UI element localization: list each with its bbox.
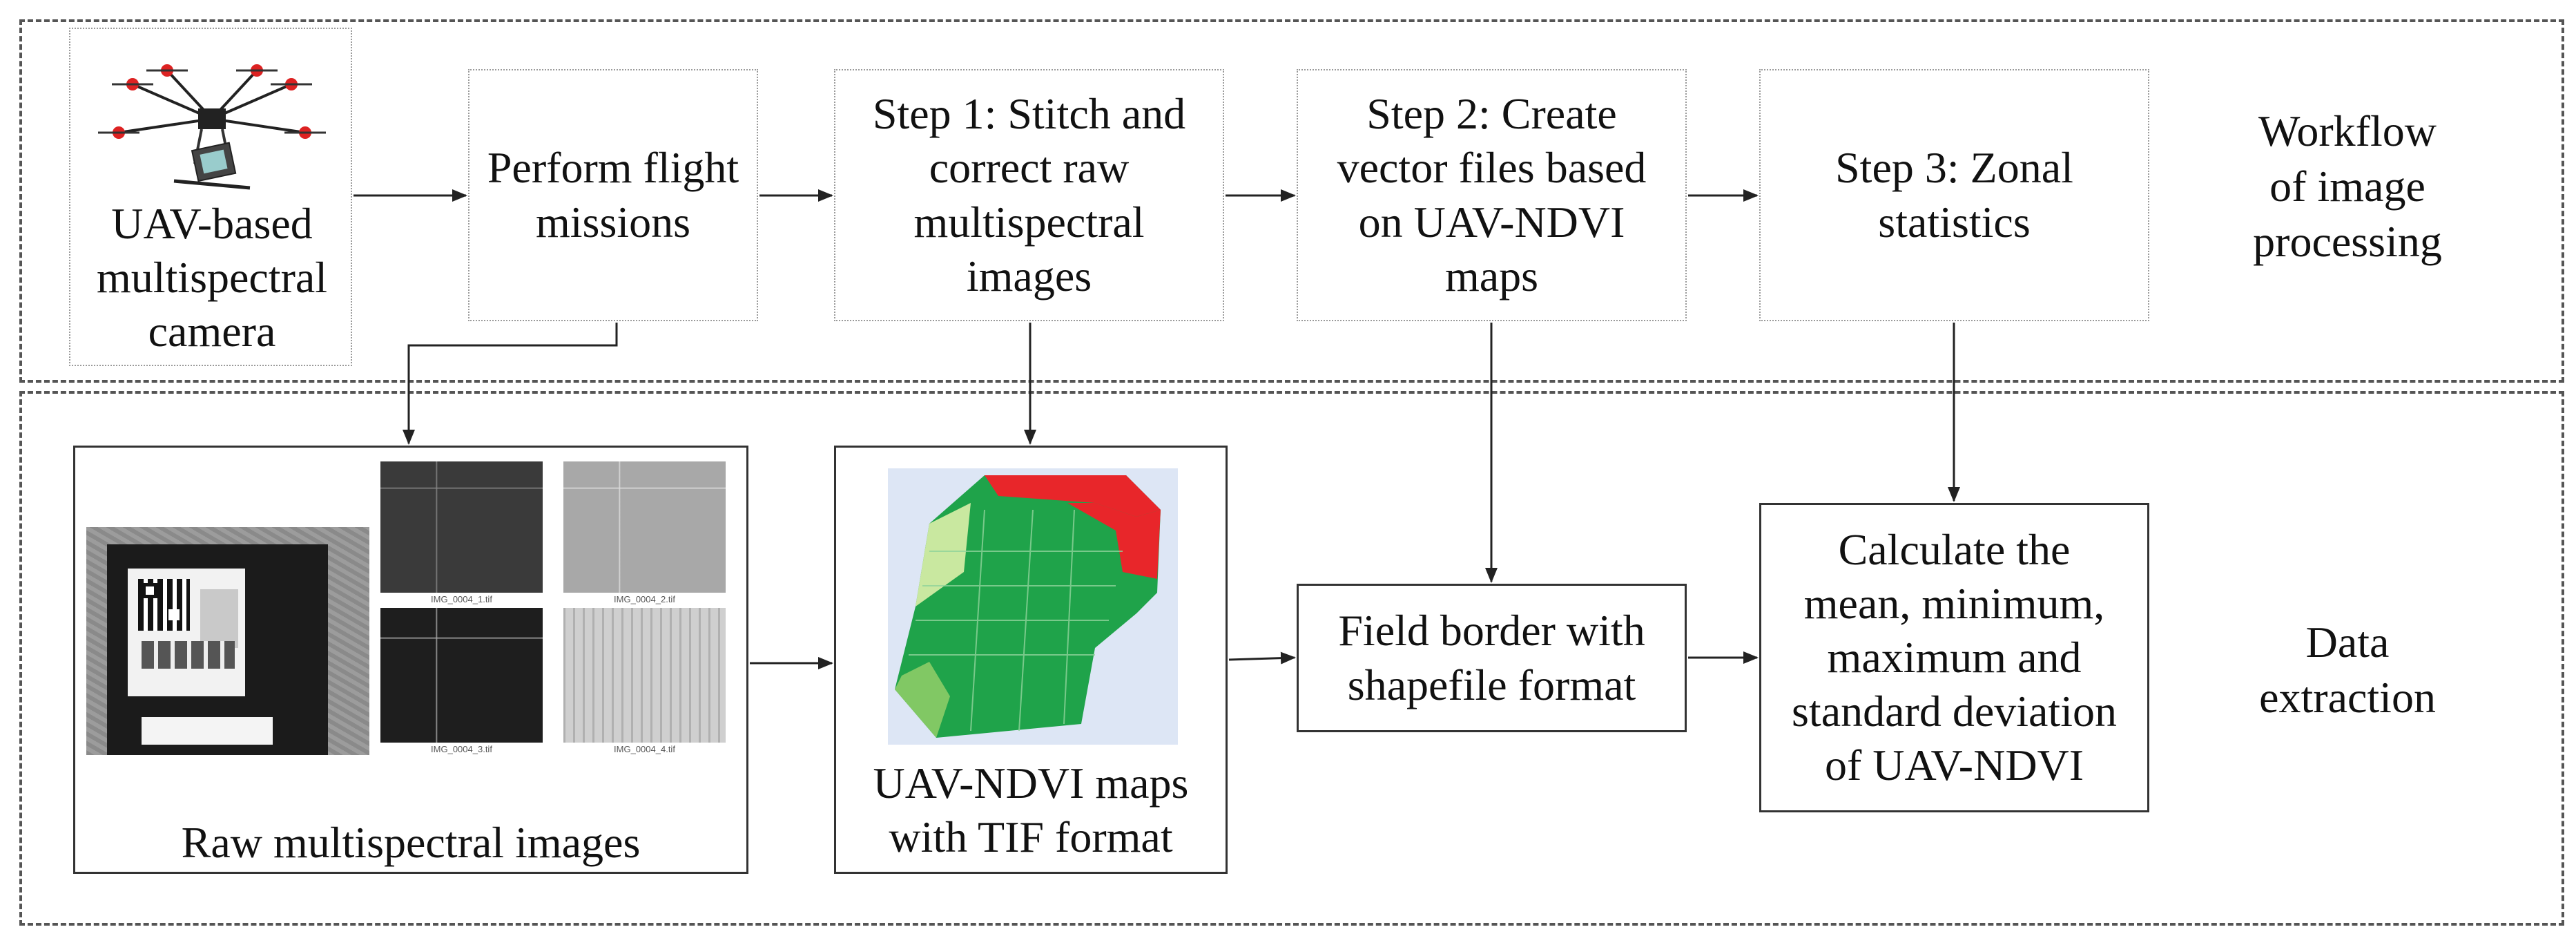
camera-box: UAV-based multispectral camera (69, 28, 352, 366)
camera-label: UAV-based multispectral camera (96, 198, 328, 356)
ndvi-maps-box: UAV-NDVI maps with TIF format (834, 446, 1228, 874)
raw-images-box: IMG_0004_1.tif IMG_0004_2.tif IMG_0004_3… (73, 446, 748, 874)
qr-code-icon (138, 579, 190, 631)
band-thumbnail (563, 608, 726, 743)
calculate-stats-box: Calculate the mean, minimum, maximum and… (1759, 503, 2149, 812)
flight-missions-box: Perform flight missions (468, 69, 758, 321)
data-extraction-label: Data extraction (2259, 618, 2436, 722)
band-thumbnail (563, 461, 726, 593)
arrow-ndvi-to-field (1228, 651, 1296, 665)
step2-box: Step 2: Create vector files based on UAV… (1297, 69, 1687, 321)
ndvi-maps-caption: UAV-NDVI maps with TIF format (873, 758, 1189, 861)
drone-icon (98, 64, 326, 190)
band-thumbnail (380, 461, 543, 593)
ndvi-map-image (888, 468, 1178, 745)
arrow-flight-to-raw (403, 323, 618, 445)
step1-box: Step 1: Stitch and correct raw multispec… (834, 69, 1224, 321)
data-extraction-panel (19, 391, 2564, 926)
band-filename: IMG_0004_4.tif (614, 744, 675, 754)
raw-images-caption: Raw multispectral images (181, 818, 641, 867)
step3-box: Step 3: Zonal statistics (1759, 69, 2149, 321)
band-thumbnail (380, 608, 543, 743)
band-filename: IMG_0004_1.tif (431, 594, 492, 604)
band-filename: IMG_0004_2.tif (614, 594, 675, 604)
field-border-box: Field border with shapefile format (1297, 584, 1687, 732)
workflow-panel (19, 19, 2564, 383)
calibration-panel-photo (86, 527, 369, 755)
workflow-label: Workflow of image processing (2253, 106, 2442, 266)
band-filename: IMG_0004_3.tif (431, 744, 492, 754)
